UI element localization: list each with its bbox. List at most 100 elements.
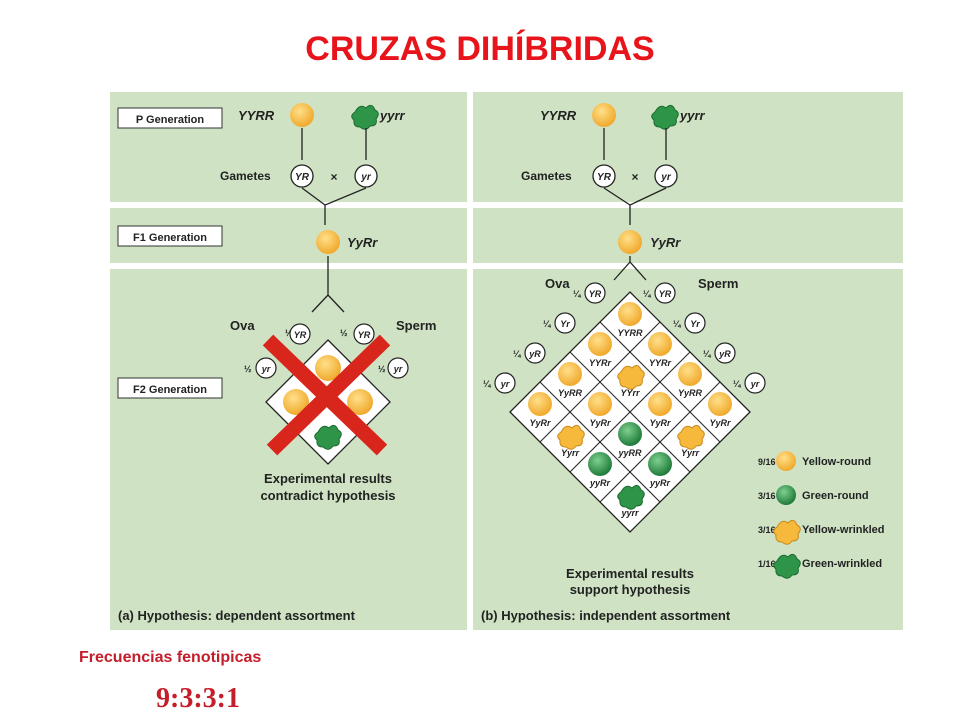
legend-label: Yellow-wrinkled (802, 524, 885, 536)
ova-gamete-fraction: ¼ (483, 379, 492, 389)
f1-genotype: YyRr (650, 235, 681, 250)
offspring-yellow-round-icon (558, 362, 582, 386)
offspring-yellow-round-icon (588, 332, 612, 356)
offspring-yellow-round-icon (708, 392, 732, 416)
offspring-yellow-wrinkled-icon (677, 424, 705, 450)
parent-green-genotype: yyrr (379, 108, 406, 123)
offspring-green-round-icon (588, 452, 612, 476)
svg-text:yr: yr (393, 364, 403, 374)
separator-f1-f2 (110, 263, 903, 269)
punnett-cell-genotype: YyRr (529, 418, 551, 428)
result-a-line1: Experimental results (264, 471, 392, 486)
separator-p-f1 (110, 202, 903, 208)
offspring-yellow-round-icon (283, 389, 309, 415)
panel-b: YYRR yyrr Gametes YR × yr YyRr Ova Sperm… (481, 103, 885, 623)
result-b-line2: support hypothesis (570, 582, 691, 597)
svg-text:F1 Generation: F1 Generation (133, 232, 207, 244)
svg-text:½: ½ (285, 328, 293, 338)
offspring-yellow-round-icon (528, 392, 552, 416)
cross-symbol: × (330, 170, 337, 184)
svg-text:×: × (631, 170, 638, 184)
offspring-yellow-wrinkled-icon (617, 364, 645, 390)
punnett-gridline (599, 381, 721, 503)
yellow-round-pea-icon (592, 103, 616, 127)
green-wrinkled-pea-icon (651, 104, 679, 130)
ova-gamete-label: yR (528, 349, 541, 359)
offspring-green-round-icon (618, 422, 642, 446)
rejected-cross-mark (262, 334, 391, 456)
sperm-gamete-label: yR (718, 349, 731, 359)
green-wrinkled-pea-icon (351, 104, 379, 130)
svg-text:YR: YR (597, 172, 612, 183)
sperm-gamete-circle (714, 342, 736, 364)
offspring-yellow-round-icon (648, 392, 672, 416)
punnett-cell-genotype: yyRR (617, 448, 642, 458)
ova-gamete-circle (554, 312, 576, 334)
f2-punnett-diamond-b: YYRRYYRrYyRRYyRrYYRrYYrrYyRrYyrrYyRRYyRr… (509, 291, 751, 533)
offspring-green-wrinkled-icon (617, 484, 645, 510)
yellow-round-pea-icon (290, 103, 314, 127)
ova-gamete-label: YR (589, 289, 602, 299)
sperm-label: Sperm (698, 276, 738, 291)
legend-fraction: 3/16 (758, 525, 776, 535)
f1-genotype: YyRr (347, 235, 378, 250)
gamete-yr-big: YR (295, 172, 310, 183)
f1-yellow-round-pea-icon (316, 230, 340, 254)
svg-text:YR: YR (294, 330, 307, 340)
punnett-gridline (539, 381, 661, 503)
parent-green-genotype: yyrr (679, 108, 706, 123)
punnett-cell-genotype: YyRR (678, 388, 703, 398)
ova-gamete-circle (494, 372, 516, 394)
legend-green-round-icon (776, 485, 796, 505)
offspring-yellow-round-icon (588, 392, 612, 416)
punnett-cell-genotype: YYRr (649, 358, 672, 368)
ova-gamete-circle (584, 282, 606, 304)
offspring-yellow-wrinkled-icon (557, 424, 585, 450)
sperm-gamete-label: Yr (690, 319, 700, 329)
ova-gamete-fraction: ¼ (573, 289, 582, 299)
generation-label-p: P Generation (117, 107, 223, 129)
legend-fraction: 9/16 (758, 457, 776, 467)
svg-text:F2 Generation: F2 Generation (133, 384, 207, 396)
sperm-label: Sperm (396, 318, 436, 333)
generation-label-f2: F2 Generation (117, 377, 223, 399)
phenotype-ratio: 9:3:3:1 (156, 683, 240, 714)
svg-text:½: ½ (244, 364, 252, 374)
legend-fraction: 3/16 (758, 491, 776, 501)
panel-gap (467, 92, 473, 630)
legend-label: Green-round (802, 490, 869, 502)
legend-yellow-round-icon (776, 451, 796, 471)
punnett-cell-genotype: yyrr (620, 508, 639, 518)
offspring-yellow-round-icon (678, 362, 702, 386)
svg-text:yr: yr (261, 364, 271, 374)
punnett-cell-genotype: YYrr (620, 388, 640, 398)
ova-gamete-circle (524, 342, 546, 364)
punnett-cell-genotype: Yyrr (561, 448, 580, 458)
legend-green-wrinkled-icon (773, 553, 801, 579)
offspring-green-round-icon (648, 452, 672, 476)
gamete-yr-small: yr (360, 172, 372, 183)
punnett-cell-genotype: yyRr (589, 478, 611, 488)
page-title: CRUZAS DIHÍBRIDAS (305, 30, 655, 68)
sperm-gamete-circle (684, 312, 706, 334)
parent-yellow-genotype: YYRR (540, 108, 577, 123)
ova-gamete-fraction: ¼ (543, 319, 552, 329)
punnett-cell-genotype: YYRr (589, 358, 612, 368)
offspring-green-wrinkled-icon (314, 424, 342, 450)
panel-b-label: (b) Hypothesis: independent assortment (481, 608, 731, 623)
ova-label: Ova (230, 318, 255, 333)
sperm-gamete-fraction: ¼ (643, 289, 652, 299)
offspring-yellow-round-icon (618, 302, 642, 326)
sperm-gamete-label: YR (659, 289, 672, 299)
svg-text:P Generation: P Generation (136, 114, 205, 126)
ova-gamete-label: yr (500, 379, 510, 389)
ova-gamete-label: Yr (560, 319, 570, 329)
offspring-yellow-round-icon (648, 332, 672, 356)
offspring-yellow-round-icon (315, 355, 341, 381)
offspring-yellow-round-icon (347, 389, 373, 415)
legend-label: Green-wrinkled (802, 558, 882, 570)
result-b-line1: Experimental results (566, 566, 694, 581)
sperm-gamete-fraction: ¼ (703, 349, 712, 359)
